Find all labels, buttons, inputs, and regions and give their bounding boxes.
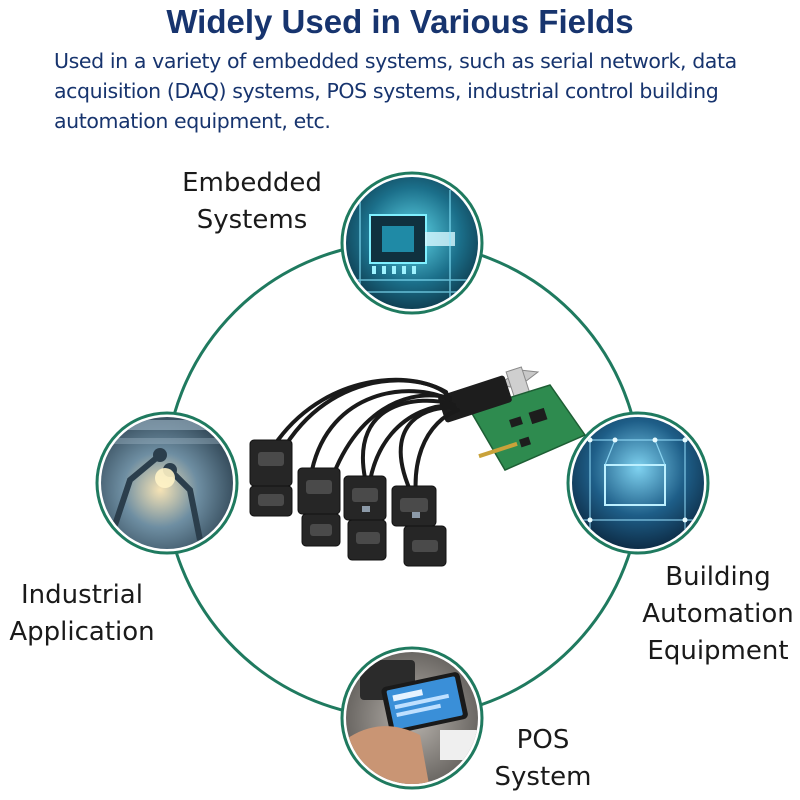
label-embedded-line1: Embedded [182, 168, 322, 198]
page-title: Widely Used in Various Fields [166, 3, 634, 40]
label-pos-system: POS System [488, 722, 598, 796]
pos-system-image [340, 646, 484, 790]
label-building-automation: Building Automation Equipment [636, 559, 800, 670]
industrial-application-image [95, 411, 239, 555]
building-automation-image [566, 411, 710, 555]
label-industrial-application: Industrial Application [4, 577, 160, 651]
label-pos-line1: POS [516, 725, 570, 755]
label-embedded-systems: Embedded Systems [168, 165, 336, 239]
page-subtitle: Used in a variety of embedded systems, s… [54, 49, 737, 133]
label-building-line1: Building [665, 562, 771, 592]
label-building-line3: Equipment [647, 636, 789, 666]
label-pos-line2: System [494, 762, 592, 792]
label-industrial-line1: Industrial [21, 580, 143, 610]
label-embedded-line2: Systems [196, 205, 308, 235]
label-industrial-line2: Application [9, 617, 155, 647]
embedded-systems-image [340, 171, 484, 315]
label-building-line2: Automation [642, 599, 794, 629]
serial-card-image [249, 366, 587, 567]
